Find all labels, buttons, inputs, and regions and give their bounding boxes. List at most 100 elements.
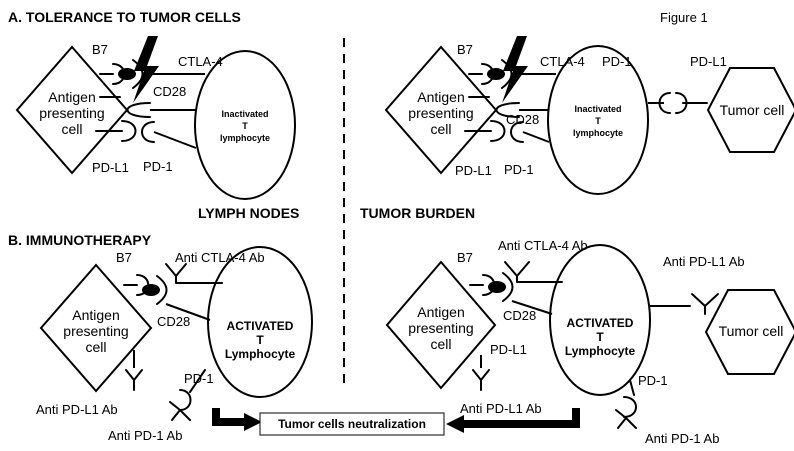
pd1-receptor <box>179 369 206 411</box>
label-pd1: PD-1 <box>638 373 668 388</box>
apc-label-1: Antigen <box>48 89 95 105</box>
label-cd28: CD28 <box>157 314 190 329</box>
apc-label-1: Antigen <box>417 304 464 320</box>
t-cell-label-1: ACTIVATED <box>227 319 294 333</box>
b7-ligand <box>488 281 506 293</box>
inactivated-t-cell <box>194 50 296 200</box>
arrow-right-icon <box>244 413 262 431</box>
apc-label-3: cell <box>430 336 451 352</box>
t-cell-label-3: lymphocyte <box>220 133 270 143</box>
cd28-cup <box>468 96 520 118</box>
apc-diamond <box>385 260 497 390</box>
tumor-cell-label: Tumor cell <box>720 102 785 118</box>
pd1-receptor <box>623 379 637 418</box>
tumor-pdl1-receptor <box>675 92 708 114</box>
tumor-cell-label: Tumor cell <box>719 323 784 339</box>
t-cell-label-2: T <box>256 333 264 347</box>
b7-ligand <box>118 68 136 80</box>
t-cell-label-2: T <box>596 330 604 344</box>
outcome-arrows: Tumor cells neutralization <box>212 408 580 436</box>
region-tumor-burden: TUMOR BURDEN <box>360 205 475 221</box>
label-pdl1: PD-L1 <box>455 163 492 178</box>
label-pd1: PD-1 <box>184 371 214 386</box>
lightning-bolt-icon <box>502 36 528 103</box>
label-pd1: PD-1 <box>504 162 534 177</box>
t-cell-label-3: Lymphocyte <box>225 347 296 361</box>
ctla4-cup <box>132 59 144 89</box>
b7-ligand <box>142 284 160 296</box>
label-ctla4: CTLA-4 <box>178 54 223 69</box>
apc-diamond <box>15 45 129 175</box>
pd1-link <box>522 131 550 143</box>
arrow-left-icon <box>446 415 464 433</box>
label-cd28: CD28 <box>506 112 539 127</box>
section-a-title: A. TOLERANCE TO TUMOR CELLS <box>8 9 241 25</box>
pdl1-receptor <box>95 120 137 142</box>
label-anti-pdl1: Anti PD-L1 Ab <box>460 401 542 416</box>
t-cell-label-2: T <box>595 116 601 126</box>
tumor-cell-hexagon <box>704 289 794 375</box>
b7-ligand <box>487 68 505 80</box>
label-cd28: CD28 <box>153 84 186 99</box>
t-cell-label-2: T <box>242 121 248 131</box>
apc-label-2: presenting <box>408 105 473 121</box>
region-lymph-nodes: LYMPH NODES <box>198 205 299 221</box>
label-ctla4: CTLA-4 <box>540 54 585 69</box>
apc-label-3: cell <box>61 121 82 137</box>
apc-label-2: presenting <box>408 320 473 336</box>
apc-label-1: Antigen <box>417 89 464 105</box>
apc-label-2: presenting <box>63 323 128 339</box>
t-cell-label-1: Inactivated <box>221 109 268 119</box>
activated-t-cell <box>549 244 651 396</box>
lightning-bolt-icon <box>133 36 159 103</box>
panel-a-left: Antigen presenting cell Inactivated T ly… <box>15 36 296 200</box>
ctla4-cup <box>501 59 513 89</box>
tumor-cell-hexagon <box>706 67 794 153</box>
anti-pdl1-tumor-antibody <box>649 293 719 315</box>
left-arrow-shaft <box>212 408 246 426</box>
ctla4-cup <box>502 272 514 302</box>
label-anti-ctla4: Anti CTLA-4 Ab <box>175 250 265 265</box>
label-pd1-top: PD-1 <box>602 54 632 69</box>
cd28-cup <box>99 96 151 118</box>
t-cell-label-1: Inactivated <box>574 104 621 114</box>
label-b7: B7 <box>116 250 132 265</box>
label-pdl1: PD-L1 <box>92 160 129 175</box>
tumor-pd1-cup <box>658 92 671 114</box>
t-cell-label-3: lymphocyte <box>573 128 623 138</box>
panel-b-right: Antigen presenting cell ACTIVATED T Lymp… <box>385 238 794 446</box>
label-anti-pdl1-tumor: Anti PD-L1 Ab <box>663 254 745 269</box>
apc-label-2: presenting <box>39 105 104 121</box>
anti-pdl1-antibody <box>472 369 490 391</box>
apc-diamond <box>384 45 498 175</box>
apc-label-1: Antigen <box>72 307 119 323</box>
t-cell-label-3: Lymphocyte <box>565 344 636 358</box>
label-b7: B7 <box>92 42 108 57</box>
apc-diamond <box>39 263 153 393</box>
label-anti-pdl1: Anti PD-L1 Ab <box>36 402 118 417</box>
outcome-label: Tumor cells neutralization <box>278 417 426 431</box>
panel-b-left: Antigen presenting cell ACTIVATED T Lymp… <box>36 246 313 443</box>
label-b7: B7 <box>457 42 473 57</box>
activated-t-cell <box>207 246 313 398</box>
label-anti-ctla4: Anti CTLA-4 Ab <box>498 238 588 253</box>
section-b-title: B. IMMUNOTHERAPY <box>8 232 152 248</box>
pd1-link <box>153 131 197 149</box>
label-pdl1: PD-L1 <box>490 342 527 357</box>
apc-label-3: cell <box>85 339 106 355</box>
pdl1-receptor <box>464 120 506 142</box>
label-pdl1-top: PD-L1 <box>690 54 727 69</box>
inactivated-t-cell <box>547 45 649 195</box>
t-cell-label-1: ACTIVATED <box>567 316 634 330</box>
anti-ctla4-antibody <box>165 263 223 284</box>
label-anti-pd1: Anti PD-1 Ab <box>108 428 182 443</box>
ctla4-cup <box>156 275 168 305</box>
label-cd28: CD28 <box>503 308 536 323</box>
right-arrow-shaft <box>462 408 580 428</box>
pd1-cup <box>141 121 155 143</box>
label-anti-pd1: Anti PD-1 Ab <box>645 431 719 446</box>
anti-pd1-antibody <box>615 409 637 429</box>
figure-label: Figure 1 <box>660 10 708 25</box>
label-b7: B7 <box>457 250 473 265</box>
cd28-link <box>165 303 211 321</box>
